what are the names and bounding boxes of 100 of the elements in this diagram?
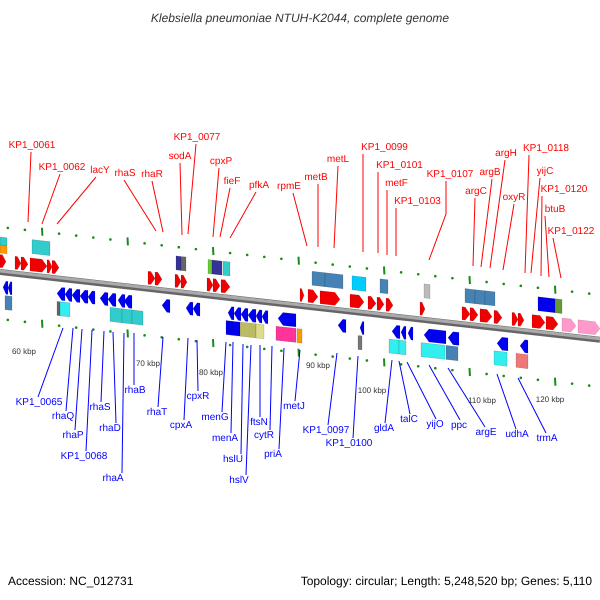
leader-line [334, 166, 338, 248]
leader-line [428, 180, 446, 260]
leader-line [398, 360, 410, 414]
leader-line [278, 348, 284, 450]
leader-line [196, 340, 198, 392]
leader-line [188, 144, 196, 234]
gene-label: argB [479, 167, 501, 179]
scale-label: 80 kbp [198, 368, 224, 378]
leader-line [530, 178, 540, 274]
leader-line [386, 190, 388, 256]
gene-label: pfkA [249, 180, 269, 192]
leader-line [362, 154, 364, 252]
gene-label: btuB [544, 204, 566, 216]
gene-label: metB [304, 172, 328, 184]
gene-label: metL [326, 154, 350, 166]
gene-label: argH [495, 148, 517, 160]
gene-label: menA [212, 433, 238, 445]
leader-line [212, 168, 220, 238]
leader-line [100, 330, 104, 402]
leader-line [540, 196, 542, 276]
gene-label: metJ [283, 401, 305, 413]
leader-line [472, 198, 476, 266]
gene-label: KP1_0118 [523, 143, 569, 155]
leader-line [428, 364, 460, 420]
leader-line [230, 192, 256, 238]
gene-label: KP1_0062 [38, 162, 86, 174]
leader-line [480, 178, 492, 268]
leader-line [28, 152, 32, 222]
leader-line [42, 174, 60, 224]
gene-label: rhaP [62, 430, 84, 442]
leader-line [384, 360, 392, 424]
leader-line [270, 346, 272, 430]
gene-label: rhaS [114, 168, 136, 180]
gene-label: trmA [536, 433, 558, 445]
title: Klebsiella pneumoniae NTUH-K2044, complete genome [150, 11, 450, 25]
gene-label: KP1_0100 [326, 438, 372, 450]
gene-label: sodA [168, 151, 192, 163]
leader-line [222, 342, 226, 412]
gene-label: yijO [426, 419, 444, 431]
gene-label: ftsN [250, 417, 268, 429]
leader-line [524, 154, 530, 274]
gene-label: KP1_0068 [60, 451, 108, 463]
gene-label: rhaS [89, 402, 111, 414]
leader-line [66, 328, 74, 412]
gene-label: hslU [223, 454, 243, 466]
gene-label: menG [201, 412, 229, 424]
scale-label: 90 kbp [306, 361, 330, 371]
leader-line [56, 176, 96, 224]
gene-label: gldA [374, 423, 394, 435]
gene-label: hslV [229, 475, 249, 487]
leader-line [448, 368, 486, 428]
leader-line [406, 362, 436, 420]
gene-label: KP1_0101 [376, 160, 423, 172]
gene-label: KP1_0103 [394, 196, 441, 208]
scale-label: 70 kbp [136, 359, 160, 369]
leader-line [158, 336, 164, 408]
gene-label: ppc [450, 420, 468, 432]
gene-label: argC [465, 186, 487, 198]
gene-label: priA [264, 449, 282, 461]
gene-label: KP1_0107 [426, 169, 474, 181]
leader-line [38, 328, 64, 398]
gene-label: rhaT [146, 407, 168, 419]
leader-line [496, 374, 516, 430]
leader-line [502, 204, 514, 270]
leader-line [352, 356, 358, 438]
gene-label: rhaD [99, 423, 121, 435]
gene-label: KP1_0065 [16, 397, 62, 409]
gene-label: lacY [90, 165, 110, 177]
scale-label: 110 kbp [468, 396, 496, 406]
gene-label: KP1_0099 [361, 142, 408, 154]
gene-label: rhaB [124, 385, 146, 397]
gene-label: KP1_0097 [302, 425, 350, 437]
leader-line [328, 352, 338, 426]
gene-label: udhA [505, 429, 529, 441]
leader-line [294, 350, 300, 402]
leader-line [490, 160, 506, 268]
scale-label: 60 kbp [12, 347, 36, 357]
gene-label: metF [385, 178, 408, 190]
gene-label: oxyR [502, 192, 526, 204]
scale-label: 120 kbp [536, 395, 564, 405]
leader-line [230, 342, 234, 434]
leader-line [240, 344, 244, 454]
leader-line [184, 338, 188, 420]
leader-line [518, 378, 546, 434]
leader-line [246, 344, 252, 476]
leader-line [122, 332, 124, 474]
leader-line [544, 216, 550, 278]
gene-label: argE [475, 427, 497, 439]
gene-label: rhaA [102, 473, 124, 485]
accession-text: Accession: NC_012731 [8, 574, 134, 588]
gene-label: KP1_0061 [8, 140, 56, 152]
gene-label: rpmE [277, 181, 301, 193]
gene-label: KP1_0122 [548, 226, 594, 238]
gene-label: cytR [254, 430, 274, 442]
leader-line [152, 180, 164, 232]
leader-line [292, 192, 308, 246]
leader-line [74, 328, 82, 430]
gene-label: cpxA [170, 420, 192, 432]
gene-label: fieF [224, 176, 240, 188]
genome-info-text: Topology: circular; Length: 5,248,520 bp; Genes: 5,110 [300, 574, 592, 588]
